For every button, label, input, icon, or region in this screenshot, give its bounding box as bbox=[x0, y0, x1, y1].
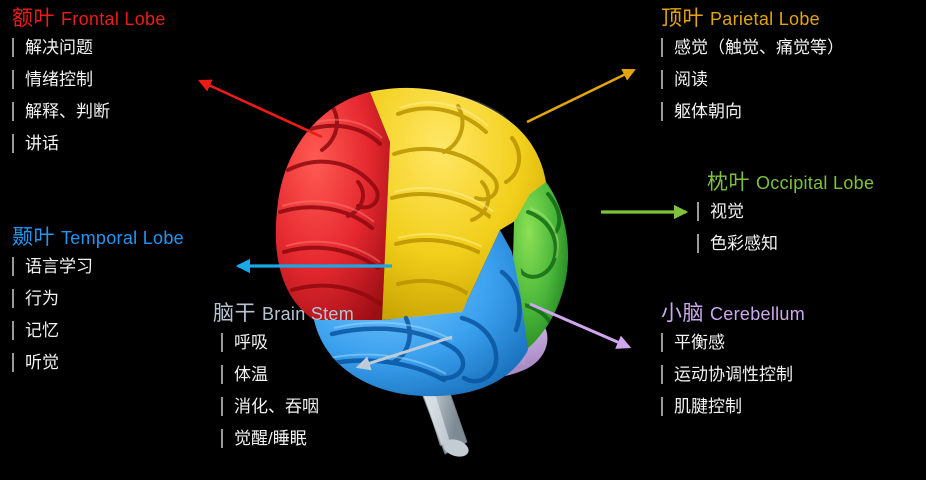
list-item: 色彩感知 bbox=[697, 234, 874, 253]
frontal-lobe-region bbox=[275, 92, 390, 320]
bullet-bar-icon bbox=[221, 397, 223, 416]
bullet-bar-icon bbox=[12, 38, 14, 57]
list-item: 肌腱控制 bbox=[661, 397, 805, 416]
list-item: 阅读 bbox=[661, 70, 844, 89]
bullet-bar-icon bbox=[12, 321, 14, 340]
brainstem-title-en: Brain Stem bbox=[262, 304, 355, 324]
list-item: 行为 bbox=[12, 289, 184, 308]
cerebellum-title-en: Cerebellum bbox=[710, 304, 806, 324]
cerebellum-function-list: 平衡感 运动协调性控制 肌腱控制 bbox=[661, 333, 805, 416]
frontal-lobe-title-cn: 额叶 bbox=[12, 7, 55, 30]
temporal-lobe-title-en: Temporal Lobe bbox=[61, 228, 184, 248]
list-item-label: 记忆 bbox=[25, 321, 59, 340]
bullet-bar-icon bbox=[221, 429, 223, 448]
brainstem-label-block: 脑干 Brain Stem 呼吸 体温 消化、吞咽 觉醒/睡眠 bbox=[213, 303, 354, 461]
bullet-bar-icon bbox=[12, 353, 14, 372]
bullet-bar-icon bbox=[661, 102, 663, 121]
bullet-bar-icon bbox=[661, 365, 663, 384]
parietal-lobe-function-list: 感觉（触觉、痛觉等） 阅读 躯体朝向 bbox=[661, 38, 844, 121]
cerebellum-title-cn: 小脑 bbox=[661, 302, 704, 325]
list-item: 体温 bbox=[221, 365, 354, 384]
list-item-label: 感觉（触觉、痛觉等） bbox=[674, 38, 844, 57]
list-item-label: 听觉 bbox=[25, 353, 59, 372]
frontal-lobe-title: 额叶 Frontal Lobe bbox=[12, 8, 166, 29]
list-item: 感觉（触觉、痛觉等） bbox=[661, 38, 844, 57]
frontal-lobe-label-block: 额叶 Frontal Lobe 解决问题 情绪控制 解释、判断 讲话 bbox=[12, 8, 166, 166]
parietal-lobe-title: 顶叶 Parietal Lobe bbox=[661, 8, 844, 29]
parietal-lobe-label-block: 顶叶 Parietal Lobe 感觉（触觉、痛觉等） 阅读 躯体朝向 bbox=[661, 8, 844, 134]
list-item-label: 觉醒/睡眠 bbox=[234, 429, 307, 448]
temporal-lobe-title: 颞叶 Temporal Lobe bbox=[12, 227, 184, 248]
list-item: 运动协调性控制 bbox=[661, 365, 805, 384]
bullet-bar-icon bbox=[12, 70, 14, 89]
list-item-label: 讲话 bbox=[25, 134, 59, 153]
parietal-lobe-title-cn: 顶叶 bbox=[661, 7, 704, 30]
list-item-label: 视觉 bbox=[710, 202, 744, 221]
temporal-lobe-label-block: 颞叶 Temporal Lobe 语言学习 行为 记忆 听觉 bbox=[12, 227, 184, 385]
list-item-label: 运动协调性控制 bbox=[674, 365, 793, 384]
bullet-bar-icon bbox=[12, 257, 14, 276]
list-item-label: 阅读 bbox=[674, 70, 708, 89]
list-item: 视觉 bbox=[697, 202, 874, 221]
bullet-bar-icon bbox=[661, 70, 663, 89]
list-item-label: 消化、吞咽 bbox=[234, 397, 319, 416]
list-item-label: 情绪控制 bbox=[25, 70, 93, 89]
temporal-lobe-title-cn: 颞叶 bbox=[12, 226, 55, 249]
list-item: 呼吸 bbox=[221, 333, 354, 352]
list-item: 平衡感 bbox=[661, 333, 805, 352]
list-item-label: 语言学习 bbox=[25, 257, 93, 276]
list-item-label: 平衡感 bbox=[674, 333, 725, 352]
occipital-lobe-label-block: 枕叶 Occipital Lobe 视觉 色彩感知 bbox=[697, 172, 874, 266]
list-item-label: 解释、判断 bbox=[25, 102, 110, 121]
bullet-bar-icon bbox=[12, 289, 14, 308]
list-item: 情绪控制 bbox=[12, 70, 166, 89]
occipital-lobe-title-en: Occipital Lobe bbox=[756, 173, 875, 193]
list-item: 觉醒/睡眠 bbox=[221, 429, 354, 448]
parietal-lobe-title-en: Parietal Lobe bbox=[710, 9, 820, 29]
temporal-lobe-function-list: 语言学习 行为 记忆 听觉 bbox=[12, 257, 184, 372]
occipital-lobe-title-cn: 枕叶 bbox=[707, 171, 750, 194]
list-item-label: 体温 bbox=[234, 365, 268, 384]
list-item-label: 肌腱控制 bbox=[674, 397, 742, 416]
occipital-lobe-title: 枕叶 Occipital Lobe bbox=[707, 172, 874, 193]
list-item-label: 解决问题 bbox=[25, 38, 93, 57]
bullet-bar-icon bbox=[661, 333, 663, 352]
brain-model-image bbox=[262, 62, 622, 462]
list-item: 讲话 bbox=[12, 134, 166, 153]
list-item-label: 行为 bbox=[25, 289, 59, 308]
list-item-label: 呼吸 bbox=[234, 333, 268, 352]
occipital-lobe-function-list: 视觉 色彩感知 bbox=[697, 202, 874, 253]
cerebrum-lobes bbox=[275, 87, 569, 397]
frontal-lobe-function-list: 解决问题 情绪控制 解释、判断 讲话 bbox=[12, 38, 166, 153]
bullet-bar-icon bbox=[697, 234, 699, 253]
list-item: 躯体朝向 bbox=[661, 102, 844, 121]
list-item: 消化、吞咽 bbox=[221, 397, 354, 416]
list-item: 听觉 bbox=[12, 353, 184, 372]
brainstem-title: 脑干 Brain Stem bbox=[213, 303, 354, 324]
list-item: 记忆 bbox=[12, 321, 184, 340]
brainstem-title-cn: 脑干 bbox=[213, 302, 256, 325]
bullet-bar-icon bbox=[221, 333, 223, 352]
bullet-bar-icon bbox=[221, 365, 223, 384]
list-item-label: 色彩感知 bbox=[710, 234, 778, 253]
list-item: 解决问题 bbox=[12, 38, 166, 57]
parietal-lobe-region bbox=[370, 87, 546, 320]
cerebellum-title: 小脑 Cerebellum bbox=[661, 303, 805, 324]
bullet-bar-icon bbox=[661, 38, 663, 57]
bullet-bar-icon bbox=[12, 134, 14, 153]
bullet-bar-icon bbox=[661, 397, 663, 416]
list-item: 语言学习 bbox=[12, 257, 184, 276]
bullet-bar-icon bbox=[697, 202, 699, 221]
cerebellum-label-block: 小脑 Cerebellum 平衡感 运动协调性控制 肌腱控制 bbox=[661, 303, 805, 429]
bullet-bar-icon bbox=[12, 102, 14, 121]
list-item-label: 躯体朝向 bbox=[674, 102, 742, 121]
list-item: 解释、判断 bbox=[12, 102, 166, 121]
brainstem-function-list: 呼吸 体温 消化、吞咽 觉醒/睡眠 bbox=[221, 333, 354, 448]
frontal-lobe-title-en: Frontal Lobe bbox=[61, 9, 166, 29]
